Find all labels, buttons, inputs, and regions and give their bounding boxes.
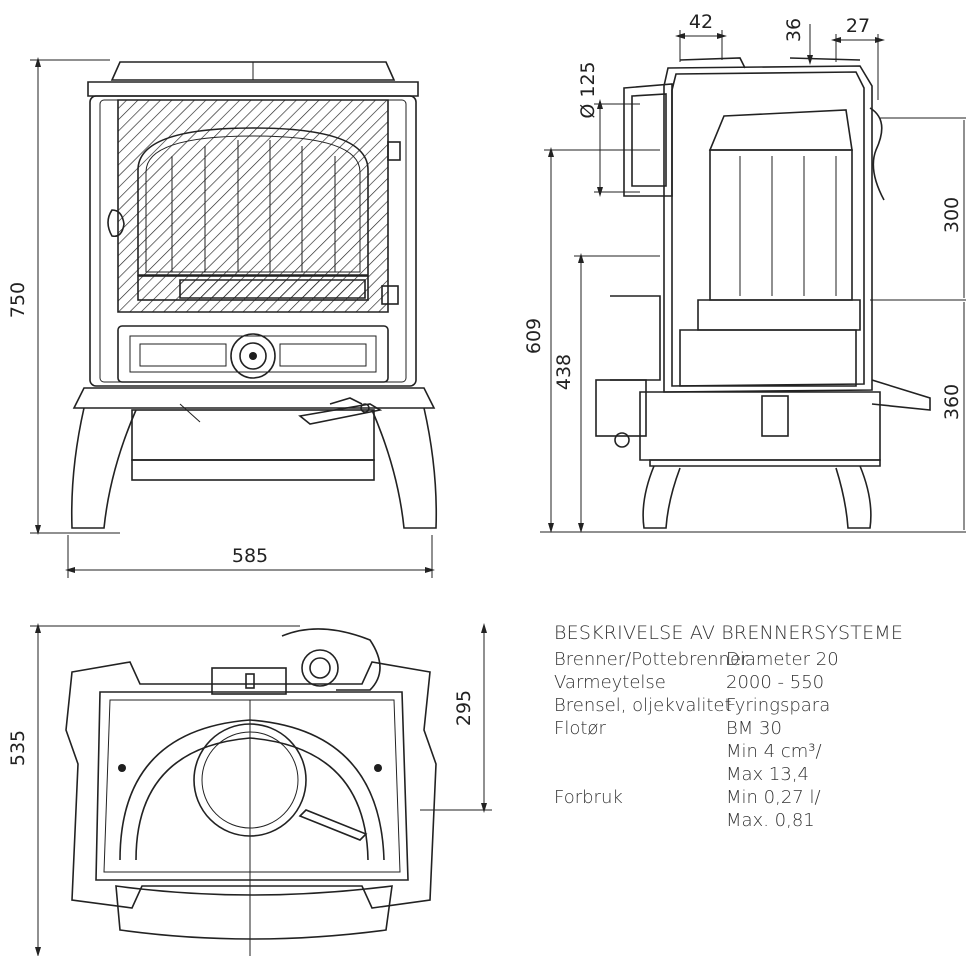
front-view: 750 585 [7,57,438,578]
front-height-label: 750 [7,282,29,318]
side-height-outer-label: 609 [523,318,545,354]
side-height-inner-label: 438 [553,354,575,390]
top-offset-label: 295 [453,690,475,726]
spec-label: Brenner/Pottebrenner [554,649,749,670]
spec-row: Min 4 cm³/ [554,740,966,763]
spec-row: Max 13,4 [554,763,966,786]
spec-row: Varmeytelse 2000 - 550 [554,671,966,694]
spec-label [554,809,726,832]
spec-label: Varmeytelse [554,672,666,693]
spec-row: Flotør BM 30 [554,717,966,740]
spec-label: Brensel, oljekvalitet [554,695,732,716]
spec-value: Fyringspara [726,695,831,716]
spec-label [554,740,726,763]
front-width-label: 585 [232,545,268,567]
top-depth-label: 535 [7,730,29,766]
spec-value: Max. 0,81 [726,810,815,831]
spec-row: Forbruk Min 0,27 l/ [554,786,966,809]
side-view: 42 36 27 Ø 125 609 438 300 360 [523,11,966,533]
spec-value: Max 13,4 [726,764,810,785]
spec-value: Min 4 cm³/ [726,741,822,762]
side-right-lower-label: 360 [941,384,963,420]
spec-label [554,763,726,786]
spec-label: Flotør [554,718,606,739]
flue-diameter-label: Ø 125 [577,61,599,118]
side-right-upper-label: 300 [941,197,963,233]
spec-value: Diameter 20 [726,649,839,670]
spec-label: Forbruk [554,787,623,808]
spec-value: 2000 - 550 [726,672,825,693]
spec-title: BESKRIVELSE AV BRENNERSYSTEME [554,622,904,644]
burner-spec-table: BESKRIVELSE AV BRENNERSYSTEME Brenner/Po… [554,622,966,832]
spec-value: Min 0,27 l/ [726,787,821,808]
side-top-dim-b: 36 [783,18,805,42]
top-view: 535 295 [7,623,492,956]
side-top-dim-a: 42 [689,11,713,33]
side-top-dim-c: 27 [846,15,870,37]
spec-row: Max. 0,81 [554,809,966,832]
spec-value: BM 30 [726,718,782,739]
